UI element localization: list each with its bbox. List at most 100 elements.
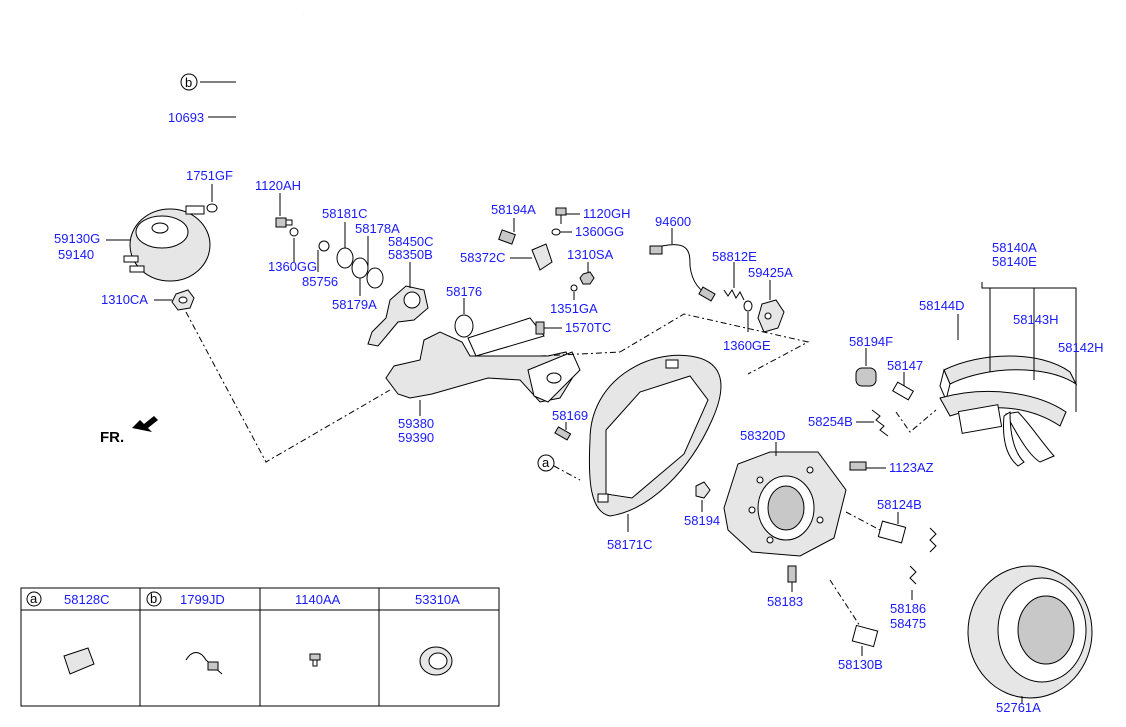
label-59130G: 59130G	[54, 231, 100, 246]
label-58186: 58186	[890, 601, 926, 616]
slack-adjuster	[367, 285, 429, 347]
label-58143H: 58143H	[1013, 312, 1059, 327]
label-58140E: 58140E	[992, 254, 1037, 269]
brake-hose-10693	[200, 13, 304, 206]
cam-bracket	[385, 317, 581, 403]
label-58183: 58183	[767, 594, 803, 609]
label-59380: 59380	[398, 416, 434, 431]
label-58179A: 58179A	[332, 297, 377, 312]
label-58812E: 58812E	[712, 249, 757, 264]
callout-b-top: b	[180, 73, 198, 91]
label-10693: 10693	[168, 110, 204, 125]
nut-58194	[695, 481, 711, 499]
bolt-1120GH	[555, 207, 567, 224]
washer-1360GE	[743, 300, 753, 312]
nut-85756	[318, 240, 330, 252]
spring-58812E	[723, 289, 745, 301]
dust-shield-58171C	[588, 354, 722, 517]
brake-shoes	[939, 355, 1078, 467]
abs-sensor-94600	[649, 244, 716, 302]
label-58450C: 58450C	[388, 234, 434, 249]
label-1570TC: 1570TC	[565, 320, 611, 335]
label-58130B: 58130B	[838, 657, 883, 672]
label-58194A: 58194A	[491, 202, 536, 217]
label-94600: 94600	[655, 214, 691, 229]
brake-spider-58320D	[723, 451, 847, 557]
washer-1360GG	[289, 227, 299, 237]
label-58171C: 58171C	[607, 537, 653, 552]
front-direction-arrow	[132, 416, 158, 432]
ring-58178A	[366, 267, 384, 289]
legend-cell-a: a 58128C	[26, 591, 110, 675]
label-58140A: 58140A	[992, 240, 1037, 255]
label-58254B: 58254B	[808, 414, 853, 429]
bolt-1120AH	[275, 217, 293, 228]
bushing-58124B	[877, 520, 907, 544]
bracket-58372C	[531, 243, 553, 271]
label-1120AH: 1120AH	[255, 178, 301, 193]
nut-1310SA	[579, 271, 595, 285]
label-59390: 59390	[398, 430, 434, 445]
callout-a-mid: a	[537, 454, 555, 472]
label-58142H: 58142H	[1058, 340, 1104, 355]
label-58475: 58475	[890, 616, 926, 631]
legend-b-letter: b	[150, 591, 157, 606]
legend-cell-d: 53310A	[415, 592, 460, 676]
callout-b-letter: b	[185, 75, 192, 90]
legend-cell-b: b 1799JD	[146, 591, 225, 675]
label-1351GA: 1351GA	[550, 301, 598, 316]
fitting-1570TC	[535, 321, 545, 335]
bushing-58130B	[851, 624, 879, 648]
label-58181C: 58181C	[322, 206, 368, 221]
legend-d-code: 53310A	[415, 592, 460, 607]
legend-a-letter: a	[30, 591, 38, 606]
washer-1360GG-b	[551, 228, 561, 236]
brake-drum-52761A	[967, 565, 1093, 699]
seal-58176	[454, 314, 474, 338]
label-52761A: 52761A	[996, 700, 1041, 715]
washer-1351GA	[570, 284, 578, 292]
bolt-58169	[554, 426, 572, 441]
legend-table	[20, 587, 500, 707]
label-1123AZ: 1123AZ	[889, 460, 934, 475]
bushing-58194F	[855, 367, 877, 387]
bracket-59425A	[757, 299, 785, 333]
label-58320D: 58320D	[740, 428, 786, 443]
label-1310CA: 1310CA	[101, 292, 148, 307]
label-1310SA: 1310SA	[567, 247, 614, 262]
label-58194: 58194	[684, 513, 720, 528]
label-85756: 85756	[302, 274, 338, 289]
label-58169: 58169	[552, 408, 588, 423]
label-1751GF: 1751GF	[186, 168, 233, 183]
springs-58186	[909, 527, 937, 585]
label-58147: 58147	[887, 358, 923, 373]
label-1360GG-a: 1360GG	[268, 259, 317, 274]
label-58372C: 58372C	[460, 250, 506, 265]
label-58194F: 58194F	[849, 334, 893, 349]
spring-58254B	[871, 409, 889, 437]
front-label: FR.	[100, 429, 124, 446]
legend-b-code: 1799JD	[180, 592, 225, 607]
brake-chamber	[123, 205, 211, 282]
ring-58181C	[336, 247, 354, 269]
label-59425A: 59425A	[748, 265, 793, 280]
label-58178A: 58178A	[355, 221, 400, 236]
bolt-1123AZ	[849, 461, 867, 471]
pin-58147	[892, 381, 914, 401]
label-58350B: 58350B	[388, 247, 433, 262]
label-1120GH: 1120GH	[583, 206, 630, 221]
label-58124B: 58124B	[877, 497, 922, 512]
label-1360GE: 1360GE	[723, 338, 771, 353]
nut-1310CA	[171, 289, 195, 311]
label-1360GG-b: 1360GG	[575, 224, 624, 239]
clip-1751GF	[206, 203, 218, 213]
ring-58179A	[351, 257, 369, 279]
legend-cell-c: 1140AA	[295, 592, 341, 667]
legend-c-code: 1140AA	[295, 592, 341, 607]
fitting-58194A	[498, 229, 516, 245]
label-58176: 58176	[446, 284, 482, 299]
legend-a-code: 58128C	[64, 592, 110, 607]
label-58144D: 58144D	[919, 298, 965, 313]
callout-a-letter: a	[542, 455, 550, 470]
